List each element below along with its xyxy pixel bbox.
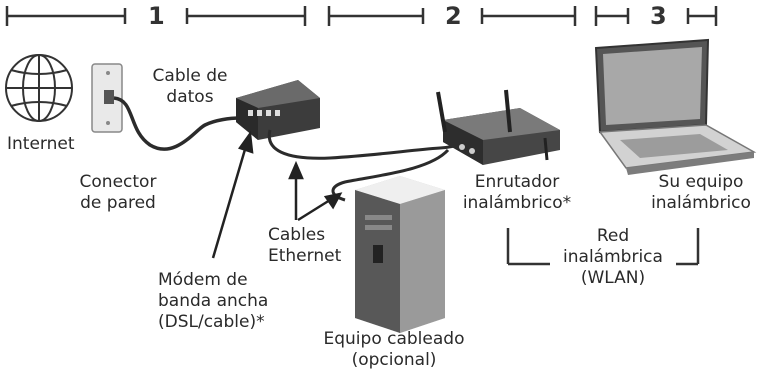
- section-bracket-1: [5, 6, 307, 26]
- wired-computer-label: Equipo cableado (opcional): [323, 329, 465, 370]
- router-label: Enrutador inalámbrico*: [462, 172, 572, 213]
- modem-arrow: [211, 130, 254, 259]
- ethernet-cable-desktop: [331, 148, 450, 202]
- ethernet-arrows: [288, 160, 343, 222]
- internet-label: Internet: [7, 134, 75, 154]
- section-number-3: 3: [650, 2, 667, 30]
- wlan-label: Red inalámbrica (WLAN): [563, 226, 663, 288]
- laptop-icon: [594, 38, 757, 175]
- section-number-1: 1: [148, 2, 165, 30]
- wlan-bracket: [506, 228, 700, 266]
- modem-icon: [236, 80, 320, 140]
- data-cable-label: Cable de datos: [152, 66, 228, 107]
- section-number-2: 2: [445, 2, 462, 30]
- section-bracket-3: [594, 6, 718, 26]
- modem-label: Módem de banda ancha (DSL/cable)*: [158, 270, 269, 332]
- wireless-computer-label: Su equipo inalámbrico: [651, 172, 751, 213]
- wall-jack-label: Conector de pared: [79, 172, 157, 213]
- router-icon: [436, 89, 560, 165]
- globe-icon: [5, 54, 73, 122]
- data-cable: [113, 96, 241, 151]
- ethernet-cable-router: [267, 129, 471, 160]
- wall-jack-icon: [91, 63, 123, 133]
- desktop-computer-icon: [355, 176, 445, 333]
- section-bracket-2: [327, 6, 577, 26]
- ethernet-cables-label: Cables Ethernet: [268, 225, 342, 266]
